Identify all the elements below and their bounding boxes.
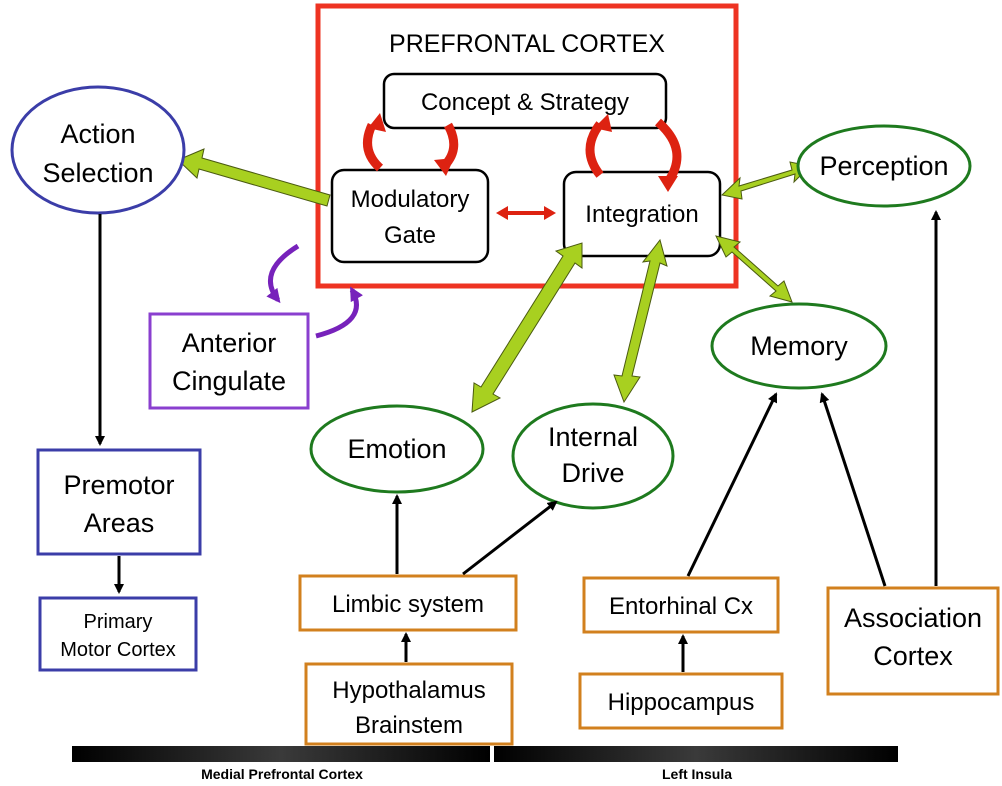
modulatory-gate-box <box>330 168 490 264</box>
arrow-entorhinal-to-memory <box>686 392 778 577</box>
premotor-areas-node <box>36 448 202 556</box>
left-insula-scan-strip <box>494 746 898 762</box>
internal-drive-label-2: Drive <box>561 458 624 488</box>
hippocampus-label: Hippocampus <box>608 689 755 716</box>
entorhinal-cx-node <box>582 576 780 634</box>
emotion-label: Emotion <box>347 434 446 464</box>
anterior-cingulate-label-2: Cingulate <box>172 366 286 396</box>
primary-motor-cortex-label-1: Primary <box>84 611 153 633</box>
premotor-areas-label-2: Areas <box>84 508 155 538</box>
arrow-integration-emotion <box>471 242 583 413</box>
memory-node <box>710 302 888 390</box>
medial-prefrontal-caption: Medial Prefrontal Cortex <box>201 766 363 782</box>
red-arrowhead <box>368 113 386 132</box>
red-arrowhead <box>496 206 508 220</box>
concept-strategy-box <box>382 72 668 130</box>
purple-arrow-anterior-to-gate <box>315 286 363 339</box>
medial-prefrontal-scan-strip <box>72 746 490 762</box>
prefrontal-cortex-title: PREFRONTAL CORTEX <box>389 30 665 58</box>
anterior-cingulate-node <box>148 312 310 410</box>
red-arrowhead <box>594 114 612 132</box>
perception-label: Perception <box>819 151 948 181</box>
modulatory-gate-label-1: Modulatory <box>351 186 470 213</box>
limbic-system-label: Limbic system <box>332 591 484 618</box>
anterior-cingulate-label-1: Anterior <box>182 328 277 358</box>
red-arrowhead <box>434 158 454 176</box>
arrow-integration-drive <box>613 238 668 404</box>
primary-motor-cortex-label-2: Motor Cortex <box>60 639 176 661</box>
hypothalamus-brainstem-node <box>304 662 514 746</box>
perception-node <box>796 124 972 208</box>
internal-drive-node <box>511 402 675 510</box>
limbic-system-node <box>298 574 518 632</box>
arrow-association-to-memory <box>819 392 887 587</box>
action-selection-label-1: Action <box>60 119 135 149</box>
integration-label: Integration <box>585 201 698 228</box>
hypothalamus-brainstem-label-1: Hypothalamus <box>332 677 485 704</box>
modulatory-gate-label-2: Gate <box>384 222 436 249</box>
association-cortex-label-2: Cortex <box>873 641 953 671</box>
red-arrow-integration-to-concept <box>585 121 604 178</box>
association-cortex-node <box>826 586 1000 696</box>
arrow-gate-to-action-selection <box>177 148 331 207</box>
purple-loop-arrows <box>266 243 363 339</box>
hippocampus-node <box>578 672 784 730</box>
black-arrows <box>95 210 941 672</box>
internal-drive-label-1: Internal <box>548 422 638 452</box>
arrow-integration-memory <box>715 235 793 303</box>
action-selection-label-2: Selection <box>42 158 153 188</box>
concept-strategy-label: Concept & Strategy <box>421 89 629 116</box>
action-selection-node <box>10 85 186 215</box>
premotor-areas-label-1: Premotor <box>63 470 174 500</box>
hypothalamus-brainstem-label-2: Brainstem <box>355 712 463 739</box>
prefrontal-cortex-frame <box>315 3 739 289</box>
arrow-limbic-to-drive <box>462 500 558 576</box>
red-arrowhead <box>544 206 556 220</box>
integration-box <box>562 170 722 258</box>
primary-motor-cortex-node <box>38 596 198 672</box>
left-insula-caption: Left Insula <box>662 766 732 782</box>
memory-label: Memory <box>750 331 848 361</box>
red-feedback-arrows <box>363 113 682 220</box>
red-arrowhead <box>658 176 678 192</box>
red-arrow-gate-to-concept <box>363 123 384 172</box>
entorhinal-cx-label: Entorhinal Cx <box>609 593 753 620</box>
emotion-node <box>309 404 485 494</box>
association-cortex-label-1: Association <box>844 603 982 633</box>
lime-arrows <box>177 148 812 413</box>
purple-arrow-gate-to-anterior <box>266 243 300 304</box>
